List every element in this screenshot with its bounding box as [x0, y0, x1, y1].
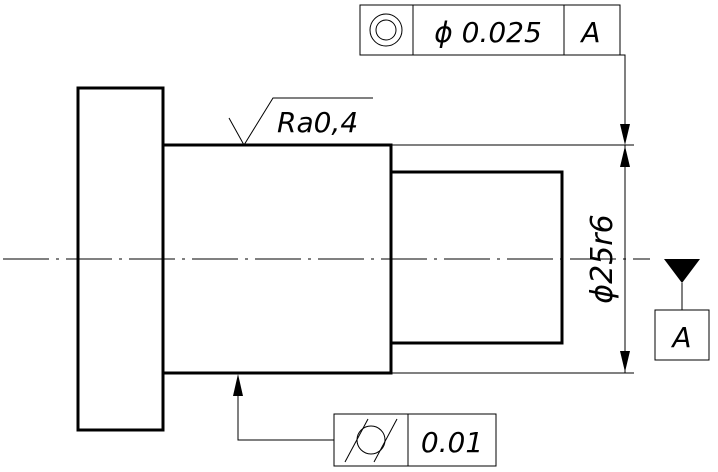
- dimension-arrow-bottom: [620, 351, 630, 372]
- bottom-feature-control-frame: 0.01: [233, 374, 497, 467]
- bottom-fcf-leader-arrow: [233, 374, 243, 396]
- end-shaft-section: [389, 170, 564, 345]
- datum-feature-a: A: [654, 259, 710, 361]
- bottom-fcf-leader: [237, 394, 334, 441]
- top-fcf-datum: A: [579, 16, 600, 49]
- bottom-fcf-tolerance: 0.01: [421, 426, 483, 459]
- datum-box: [654, 309, 710, 361]
- cylindricity-icon: [344, 418, 398, 463]
- top-fcf-tolerance: ϕ 0.025: [434, 16, 542, 49]
- surface-roughness: Ra0,4: [228, 97, 373, 146]
- top-feature-control-frame: ϕ 0.025 A: [359, 4, 630, 145]
- top-fcf-leader-arrow: [620, 124, 630, 145]
- concentricity-icon: [369, 13, 403, 47]
- diameter-dimension: ϕ25r6: [391, 144, 634, 374]
- datum-triangle-icon: [664, 259, 700, 283]
- diameter-value: ϕ25r6: [585, 214, 620, 303]
- top-fcf-leader: [620, 54, 626, 130]
- top-fcf-border: [359, 4, 621, 56]
- datum-letter: A: [670, 321, 691, 354]
- roughness-check-icon: [228, 97, 373, 146]
- dimension-arrow-top: [620, 146, 630, 167]
- roughness-value: Ra0,4: [277, 106, 358, 139]
- part-outline: [76, 86, 564, 432]
